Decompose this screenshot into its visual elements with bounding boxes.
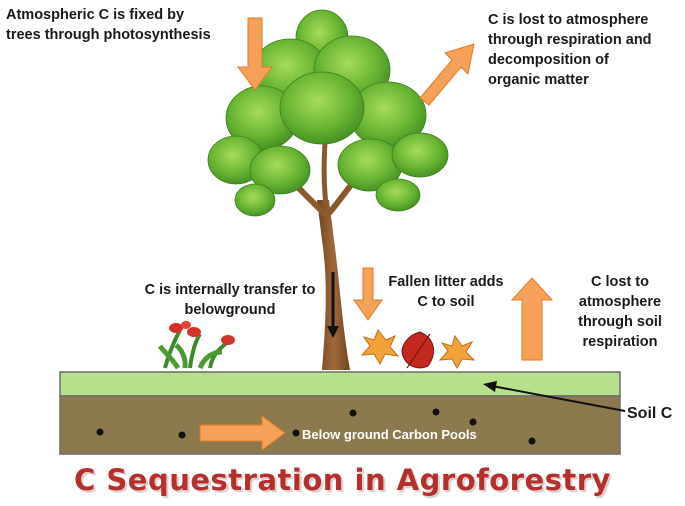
respiration-label-line: organic matter [488,70,652,90]
soil-respiration-label-line: through soil [565,312,675,332]
respiration-label-line: C is lost to atmosphere [488,10,652,30]
litter-label: Fallen litter adds C to soil [376,272,516,312]
flower-shrub [160,321,235,368]
topsoil-layer [60,372,620,396]
fallen-leaves [362,330,474,368]
soil-respiration-label-line: C lost to [565,272,675,292]
internal-transfer-label-line: C is internally transfer to [130,280,330,300]
subsoil-layer [60,396,620,454]
soil-respiration-label-line: respiration [565,332,675,352]
carbon-pools-label: Below ground Carbon Pools [302,427,477,442]
respiration-arrow [420,44,474,105]
internal-transfer-label-line: belowground [130,300,330,320]
photosynthesis-label-line: Atmospheric C is fixed by [6,5,211,25]
soil-respiration-arrow [512,278,552,360]
tree-foliage [208,10,448,216]
photosynthesis-label: Atmospheric C is fixed by trees through … [6,5,211,45]
respiration-label-line: through respiration and [488,30,652,50]
photosynthesis-label-line: trees through photosynthesis [6,25,211,45]
respiration-label: C is lost to atmosphere through respirat… [488,10,652,90]
soil-c-label: Soil C [627,405,672,423]
litter-label-line: C to soil [376,292,516,312]
diagram-title: C Sequestration in Agroforestry [0,463,685,497]
litter-label-line: Fallen litter adds [376,272,516,292]
soil-respiration-label-line: atmosphere [565,292,675,312]
internal-transfer-label: C is internally transfer to belowground [130,280,330,320]
soil-respiration-label: C lost to atmosphere through soil respir… [565,272,675,352]
respiration-label-line: decomposition of [488,50,652,70]
